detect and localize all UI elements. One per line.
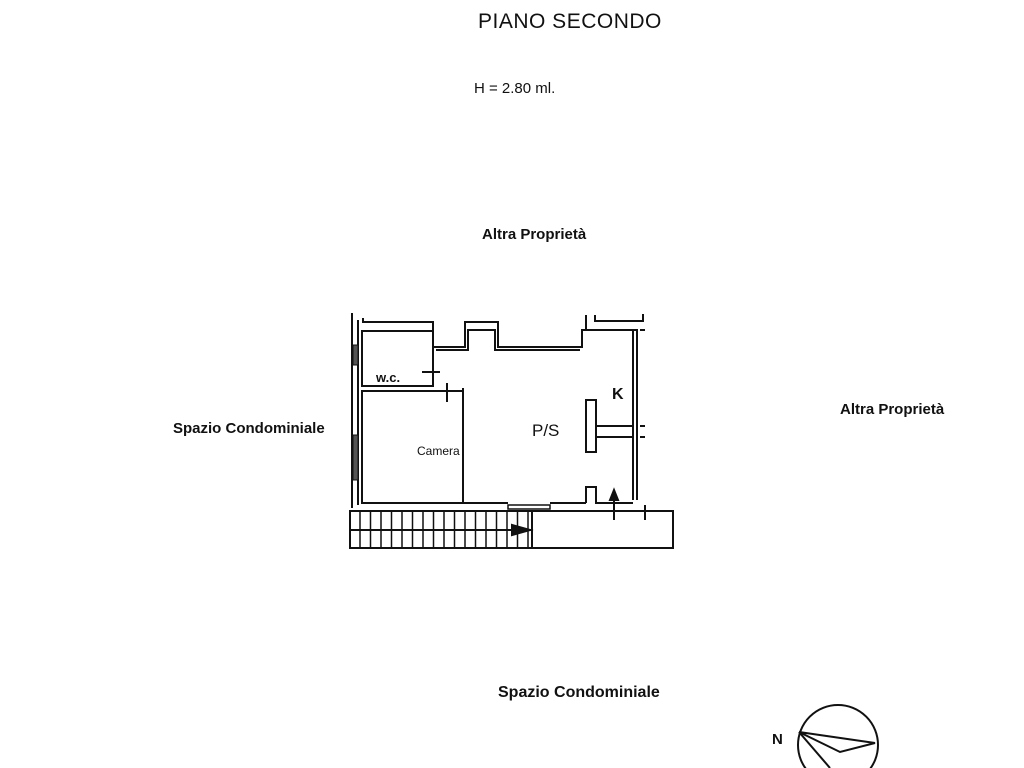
room-label-wc: w.c. <box>376 370 401 385</box>
entrance-arrow-icon <box>511 523 534 537</box>
neighbor-label-top: Altra Proprietà <box>482 226 587 243</box>
neighbor-label-right: Altra Proprietà <box>840 401 945 418</box>
ceiling-height-note: H = 2.80 ml. <box>474 80 556 97</box>
plan-title: PIANO SECONDO <box>478 10 662 33</box>
room-label-kitchen: K <box>612 386 624 403</box>
neighbor-label-left: Spazio Condominiale <box>173 420 325 437</box>
room-label-living: P/S <box>532 421 560 440</box>
room-label-camera: Camera <box>417 444 460 458</box>
neighbor-label-bottom: Spazio Condominiale <box>498 684 660 701</box>
balcony <box>349 487 674 549</box>
compass-icon <box>797 704 879 768</box>
walls <box>351 313 645 510</box>
compass-north-label: N <box>772 731 783 748</box>
